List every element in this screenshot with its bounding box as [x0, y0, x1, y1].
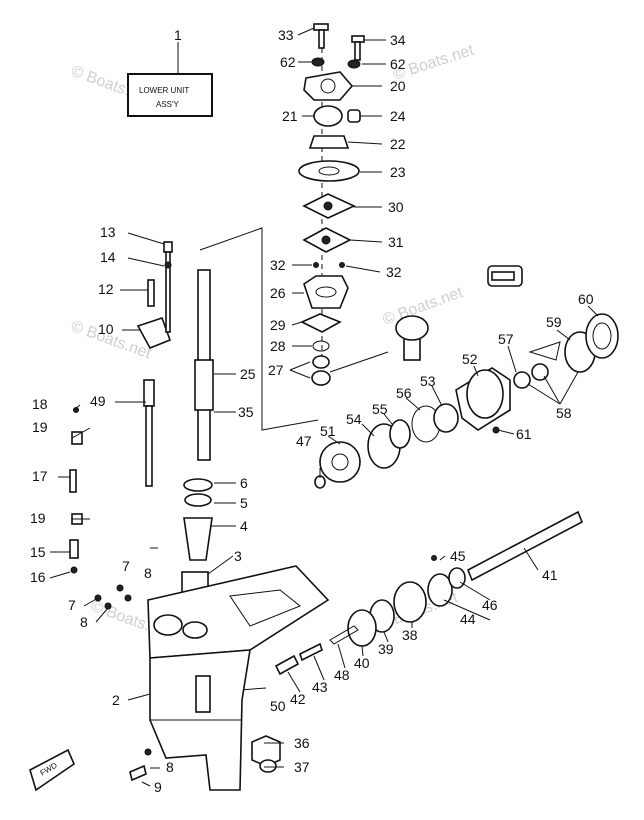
callout-19b: 19 [30, 510, 46, 526]
callout-46: 46 [482, 597, 498, 613]
callout-33: 33 [278, 27, 294, 43]
callout-13: 13 [100, 224, 116, 240]
callout-39: 39 [378, 641, 394, 657]
callout-21: 21 [282, 108, 298, 124]
callout-26: 26 [270, 285, 286, 301]
callout-20: 20 [390, 78, 406, 94]
callout-41: 41 [542, 567, 558, 583]
callout-60: 60 [578, 291, 594, 307]
callout-12: 12 [98, 281, 114, 297]
shift-rod [69, 241, 173, 574]
callout-23: 23 [390, 164, 406, 180]
forward-direction-arrow: FWD [29, 748, 75, 792]
callout-9: 9 [154, 779, 162, 795]
box-label-line1: LOWER UNIT [139, 86, 189, 95]
callout-14: 14 [100, 249, 116, 265]
callout-43: 43 [312, 679, 328, 695]
callout-29: 29 [270, 317, 286, 333]
callout-62b: 62 [390, 56, 406, 72]
callout-22: 22 [390, 136, 406, 152]
callout-52: 52 [462, 351, 478, 367]
callout-51: 51 [320, 423, 336, 439]
callout-leaders [49, 27, 599, 787]
callout-36: 36 [294, 735, 310, 751]
drive-shaft [181, 269, 214, 601]
box-label-line2: ASS'Y [156, 100, 180, 109]
callout-6: 6 [240, 475, 248, 491]
propeller-shaft [274, 510, 584, 676]
callout-38: 38 [402, 627, 418, 643]
callout-7a: 7 [122, 558, 130, 574]
callout-19a: 19 [32, 419, 48, 435]
gear-train [314, 265, 619, 489]
callout-numbers: 1 33 34 62 62 20 21 24 22 23 30 31 32 32… [30, 27, 594, 795]
callout-50: 50 [270, 698, 286, 714]
callout-49: 49 [90, 393, 106, 409]
callout-44: 44 [460, 611, 476, 627]
callout-15: 15 [30, 544, 46, 560]
callout-34: 34 [390, 32, 406, 48]
callout-30: 30 [388, 199, 404, 215]
callout-7b: 7 [68, 597, 76, 613]
callout-42: 42 [290, 691, 306, 707]
callout-55: 55 [372, 401, 388, 417]
callout-25: 25 [240, 366, 256, 382]
callout-5: 5 [240, 495, 248, 511]
callout-2: 2 [112, 692, 120, 708]
callout-45: 45 [450, 548, 466, 564]
callout-58: 58 [556, 405, 572, 421]
callout-62a: 62 [280, 54, 296, 70]
lower-case-housing [94, 565, 330, 791]
callout-53: 53 [420, 373, 436, 389]
callout-1: 1 [174, 27, 182, 43]
callout-35: 35 [238, 404, 254, 420]
callout-40: 40 [354, 655, 370, 671]
callout-17: 17 [32, 468, 48, 484]
water-pump-assembly [298, 23, 365, 390]
callout-48: 48 [334, 667, 350, 683]
callout-8a: 8 [144, 565, 152, 581]
callout-24: 24 [390, 108, 406, 124]
callout-18: 18 [32, 396, 48, 412]
callout-10: 10 [98, 321, 114, 337]
callout-47: 47 [296, 433, 312, 449]
callout-8c: 8 [166, 759, 174, 775]
callout-59: 59 [546, 314, 562, 330]
callout-32b: 32 [386, 264, 402, 280]
callout-56: 56 [396, 385, 412, 401]
lower-unit-label-box: LOWER UNIT ASS'Y [127, 42, 213, 117]
callout-31: 31 [388, 234, 404, 250]
callout-61: 61 [516, 426, 532, 442]
callout-4: 4 [240, 518, 248, 534]
callout-37: 37 [294, 759, 310, 775]
callout-57: 57 [498, 331, 514, 347]
callout-16: 16 [30, 569, 46, 585]
callout-54: 54 [346, 411, 362, 427]
callout-8b: 8 [80, 614, 88, 630]
callout-32a: 32 [270, 257, 286, 273]
callout-27: 27 [268, 362, 284, 378]
callout-3: 3 [234, 548, 242, 564]
callout-28: 28 [270, 338, 286, 354]
